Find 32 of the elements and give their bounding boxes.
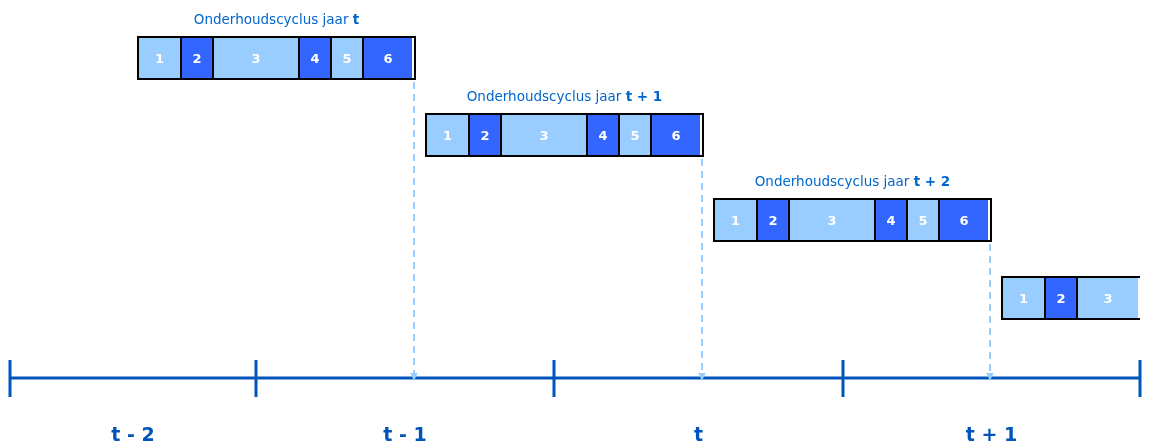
phase-segment: 6: [364, 38, 412, 78]
phase-segment: 1: [139, 38, 182, 78]
phase-segment: 5: [332, 38, 364, 78]
phase-segment: 3: [790, 200, 876, 240]
phase-segment: 4: [876, 200, 908, 240]
phase-segment: 3: [502, 115, 588, 155]
phase-segment: 5: [620, 115, 652, 155]
year-label: t - 1: [256, 381, 554, 441]
phase-segment: 2: [470, 115, 502, 155]
cycle-heading: Onderhoudscyclus jaar t: [192, 10, 361, 29]
phase-segment: 1: [427, 115, 470, 155]
phase-segment: 5: [908, 200, 940, 240]
year-label: t: [554, 381, 843, 441]
maintenance-cycle-bar: [1001, 276, 1140, 320]
dashed-arrow: [698, 158, 706, 381]
dashed-arrow: [986, 243, 994, 381]
phase-segment: 2: [758, 200, 790, 240]
phase-segment: 3: [214, 38, 300, 78]
cycle-heading: Onderhoudscyclus jaar t + 2: [753, 172, 952, 191]
cycle-heading: Onderhoudscyclus jaar t + 1: [465, 87, 664, 106]
phase-segment: 4: [588, 115, 620, 155]
phase-segment: 1: [1003, 278, 1046, 318]
phase-segment: 3: [1078, 278, 1138, 318]
phase-segment: 6: [940, 200, 988, 240]
phase-segment: 6: [652, 115, 700, 155]
phase-segment: 1: [715, 200, 758, 240]
phase-segment: 4: [300, 38, 332, 78]
phase-segment: 2: [182, 38, 214, 78]
phase-segment: 2: [1046, 278, 1078, 318]
year-label: t - 2: [10, 381, 256, 441]
year-label: t + 1: [843, 381, 1140, 441]
dashed-arrow: [410, 81, 418, 381]
